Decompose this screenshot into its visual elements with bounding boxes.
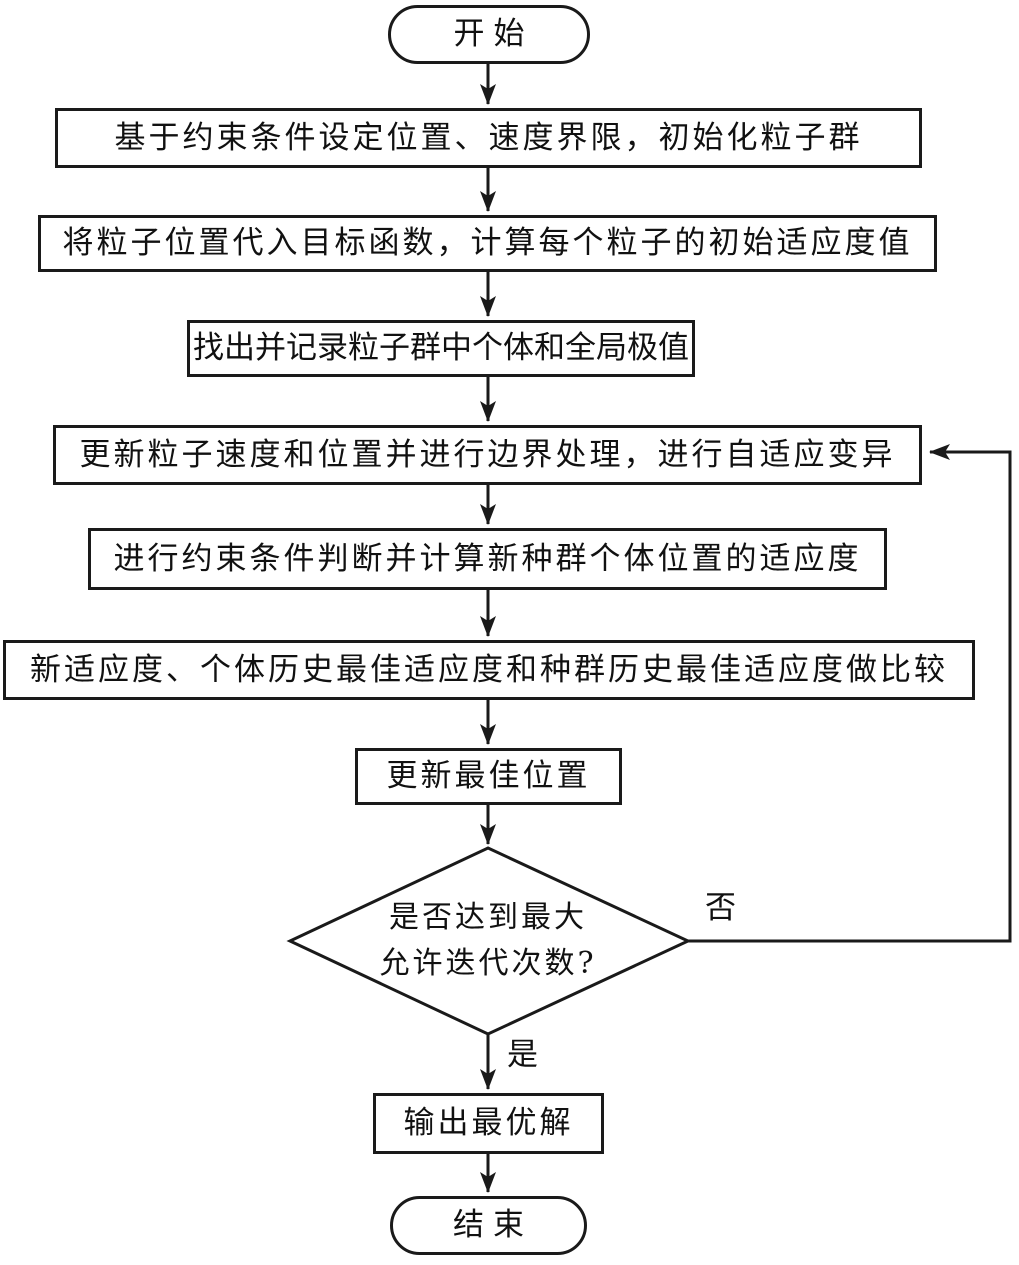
node-output-solution: 输出最优解: [373, 1093, 604, 1154]
node-update-particles-label: 更新粒子速度和位置并进行边界处理，进行自适应变异: [79, 436, 896, 473]
node-update-best-position: 更新最佳位置: [355, 748, 622, 805]
node-eval-initial-fitness: 将粒子位置代入目标函数，计算每个粒子的初始适应度值: [38, 215, 937, 272]
node-constraint-check: 进行约束条件判断并计算新种群个体位置的适应度: [88, 528, 887, 590]
node-update-particles: 更新粒子速度和位置并进行边界处理，进行自适应变异: [53, 425, 922, 485]
arrow-loop-no-branch: [688, 444, 1012, 943]
decision-label-line1: 是否达到最大: [389, 900, 587, 935]
node-init-swarm-label: 基于约束条件设定位置、速度界限，初始化粒子群: [114, 119, 863, 156]
node-constraint-check-label: 进行约束条件判断并计算新种群个体位置的适应度: [113, 540, 862, 577]
node-end-label: 结束: [453, 1207, 533, 1243]
node-record-extrema: 找出并记录粒子群中个体和全局极值: [187, 320, 695, 377]
node-eval-initial-fitness-label: 将粒子位置代入目标函数，计算每个粒子的初始适应度值: [62, 225, 913, 261]
node-compare-fitness: 新适应度、个体历史最佳适应度和种群历史最佳适应度做比较: [3, 640, 975, 700]
decision-diamond-shape: [286, 846, 692, 1036]
node-start-label: 开始: [453, 16, 534, 52]
node-update-best-position-label: 更新最佳位置: [386, 758, 591, 794]
node-compare-fitness-label: 新适应度、个体历史最佳适应度和种群历史最佳适应度做比较: [30, 651, 948, 688]
edge-label-yes: 是: [507, 1037, 538, 1073]
node-decision-label: 是否达到最大 允许迭代次数?: [318, 893, 658, 989]
node-end: 结束: [390, 1196, 587, 1255]
node-init-swarm: 基于约束条件设定位置、速度界限，初始化粒子群: [55, 108, 922, 168]
decision-label-line2: 允许迭代次数?: [379, 946, 597, 981]
node-output-solution-label: 输出最优解: [403, 1105, 574, 1141]
node-record-extrema-label: 找出并记录粒子群中个体和全局极值: [193, 330, 689, 366]
node-start: 开始: [388, 5, 590, 64]
edge-label-no: 否: [705, 890, 736, 926]
